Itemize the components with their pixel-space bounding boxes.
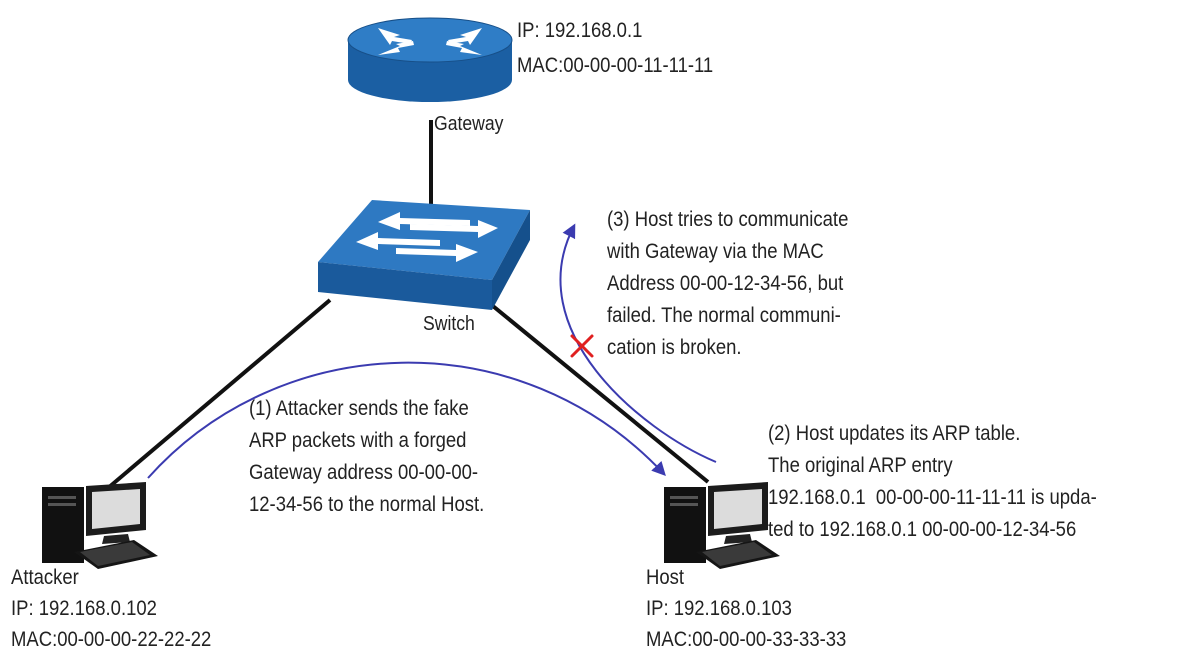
gateway-ip: IP: 192.168.0.1	[517, 19, 643, 42]
step1-line: 12-34-56 to the normal Host.	[249, 493, 485, 516]
step2-line: ted to 192.168.0.1 00-00-00-12-34-56	[768, 518, 1077, 541]
attacker-label: Attacker	[11, 566, 79, 589]
attacker-ip: IP: 192.168.0.102	[11, 597, 157, 620]
attacker-mac: MAC:00-00-00-22-22-22	[11, 628, 212, 651]
failed-communication-arrow	[559, 223, 717, 463]
desktop-computer-icon	[664, 482, 780, 569]
switch-icon	[318, 200, 530, 310]
gateway-label: Gateway	[434, 113, 504, 135]
step3-line: Address 00-00-12-34-56, but	[607, 272, 844, 295]
step3-annotation: (3) Host tries to communicate with Gatew…	[607, 204, 848, 364]
router-icon	[347, 17, 513, 102]
switch-label: Switch	[423, 313, 475, 335]
step2-line: The original ARP entry	[768, 454, 953, 477]
fake-arp-arrow	[147, 361, 666, 479]
switch-attacker-link	[106, 298, 332, 490]
step1-line: Gateway address 00-00-00-	[249, 461, 479, 484]
host-mac: MAC:00-00-00-33-33-33	[646, 628, 847, 651]
desktop-computer-icon	[42, 482, 158, 569]
step2-annotation: (2) Host updates its ARP table. The orig…	[768, 418, 1097, 546]
step2-line: 192.168.0.1 00-00-00-11-11-11 is upda-	[768, 486, 1097, 509]
gateway-mac: MAC:00-00-00-11-11-11	[517, 54, 714, 77]
step3-line: with Gateway via the MAC	[607, 240, 824, 263]
step3-line: cation is broken.	[607, 336, 742, 359]
step2-line: (2) Host updates its ARP table.	[768, 422, 1021, 445]
step1-line: ARP packets with a forged	[249, 429, 467, 452]
failed-cross-icon	[570, 334, 594, 358]
step1-annotation: (1) Attacker sends the fake ARP packets …	[249, 393, 484, 521]
host-ip: IP: 192.168.0.103	[646, 597, 792, 620]
step1-line: (1) Attacker sends the fake	[249, 397, 469, 420]
step3-line: (3) Host tries to communicate	[607, 208, 849, 231]
switch-host-link	[486, 300, 710, 484]
host-label: Host	[646, 566, 685, 589]
step3-line: failed. The normal communi-	[607, 304, 841, 327]
